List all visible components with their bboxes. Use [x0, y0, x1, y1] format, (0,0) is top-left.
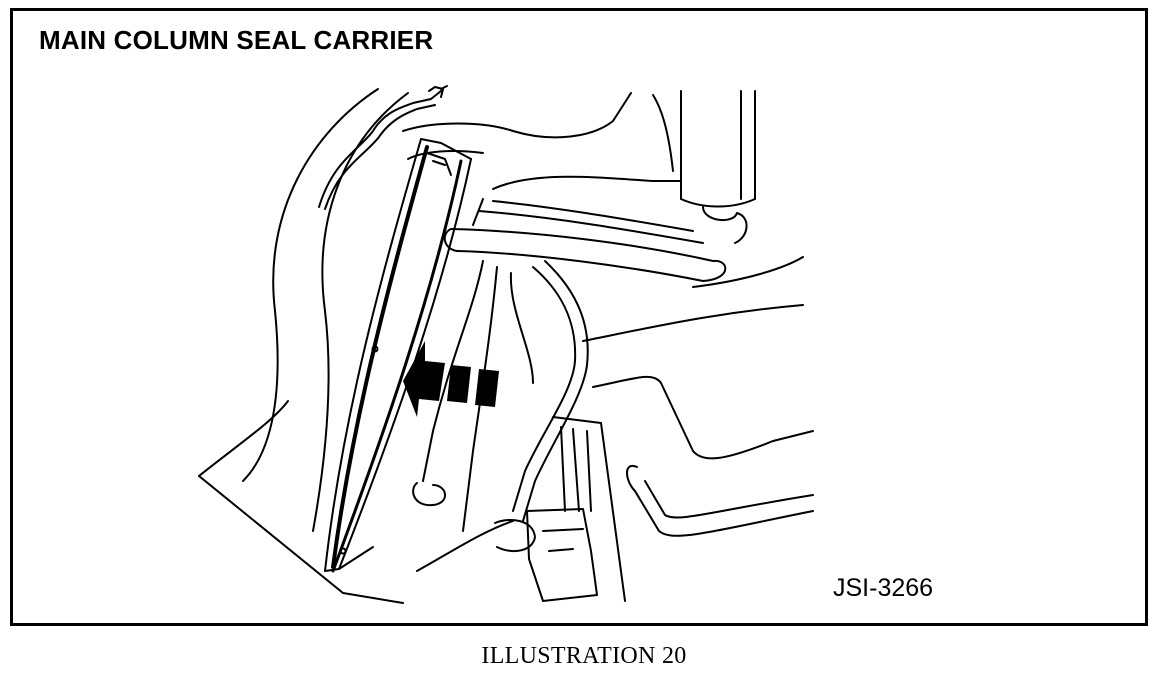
- upper-trim-3: [492, 175, 682, 190]
- mid-line-2: [462, 266, 498, 532]
- right-panel-line-2: [582, 304, 804, 342]
- figure-code: JSI-3266: [833, 574, 934, 602]
- seal-carrier-bottom: [324, 546, 374, 572]
- pillar-bottom: [680, 198, 756, 208]
- lower-bracket: [552, 416, 626, 602]
- seal-carrier-inner-1: [331, 145, 429, 569]
- lower-clip-1: [412, 482, 446, 507]
- lower-block: [526, 508, 598, 602]
- figure-frame: MAIN COLUMN SEAL CARRIER: [10, 8, 1148, 626]
- upper-trim-1: [402, 92, 632, 139]
- lower-clip-2: [494, 519, 536, 553]
- seal-carrier-outer-left: [324, 138, 422, 572]
- wire-harness: [318, 90, 442, 208]
- bracket-left: [512, 266, 577, 512]
- mid-line-3: [509, 272, 534, 384]
- bracket-right: [522, 260, 589, 522]
- mid-line-1: [422, 260, 484, 482]
- wire-harness-2: [324, 104, 436, 210]
- floor-curve: [416, 520, 514, 572]
- direction-arrow-icon: [403, 341, 499, 417]
- lower-bracket-2: [560, 426, 592, 512]
- crossbar-bottom: [456, 250, 704, 282]
- crossbar-cap: [443, 228, 458, 252]
- seal-carrier-drawing: [198, 85, 814, 604]
- seal-carrier-screw-top: [371, 345, 379, 353]
- right-panel-line-1: [692, 256, 804, 288]
- lower-block-detail: [542, 528, 584, 552]
- upper-trim-2: [407, 150, 484, 160]
- body-panel-outline: [242, 88, 379, 482]
- figure-title: MAIN COLUMN SEAL CARRIER: [39, 25, 434, 55]
- seal-carrier-top: [420, 138, 472, 160]
- right-panel-line-3: [592, 375, 814, 460]
- crossbar-end: [702, 259, 727, 282]
- seal-carrier-inner-2: [331, 159, 463, 573]
- seal-carrier-end-detail: [426, 152, 452, 176]
- illustration-caption: ILLUSTRATION 20: [481, 643, 687, 669]
- crossbar-ridges: [472, 198, 704, 244]
- right-panel-line-4: [626, 464, 814, 537]
- pillar-knob: [702, 206, 748, 244]
- upper-trim-4: [652, 94, 674, 172]
- seal-carrier-screw-bottom: [339, 547, 347, 555]
- right-panel-line-5: [644, 480, 814, 519]
- lower-floor-line-2: [198, 400, 289, 477]
- crossbar-top: [450, 228, 714, 262]
- lower-floor-line: [198, 475, 404, 604]
- body-panel-inner: [312, 92, 409, 532]
- clip: [428, 85, 448, 98]
